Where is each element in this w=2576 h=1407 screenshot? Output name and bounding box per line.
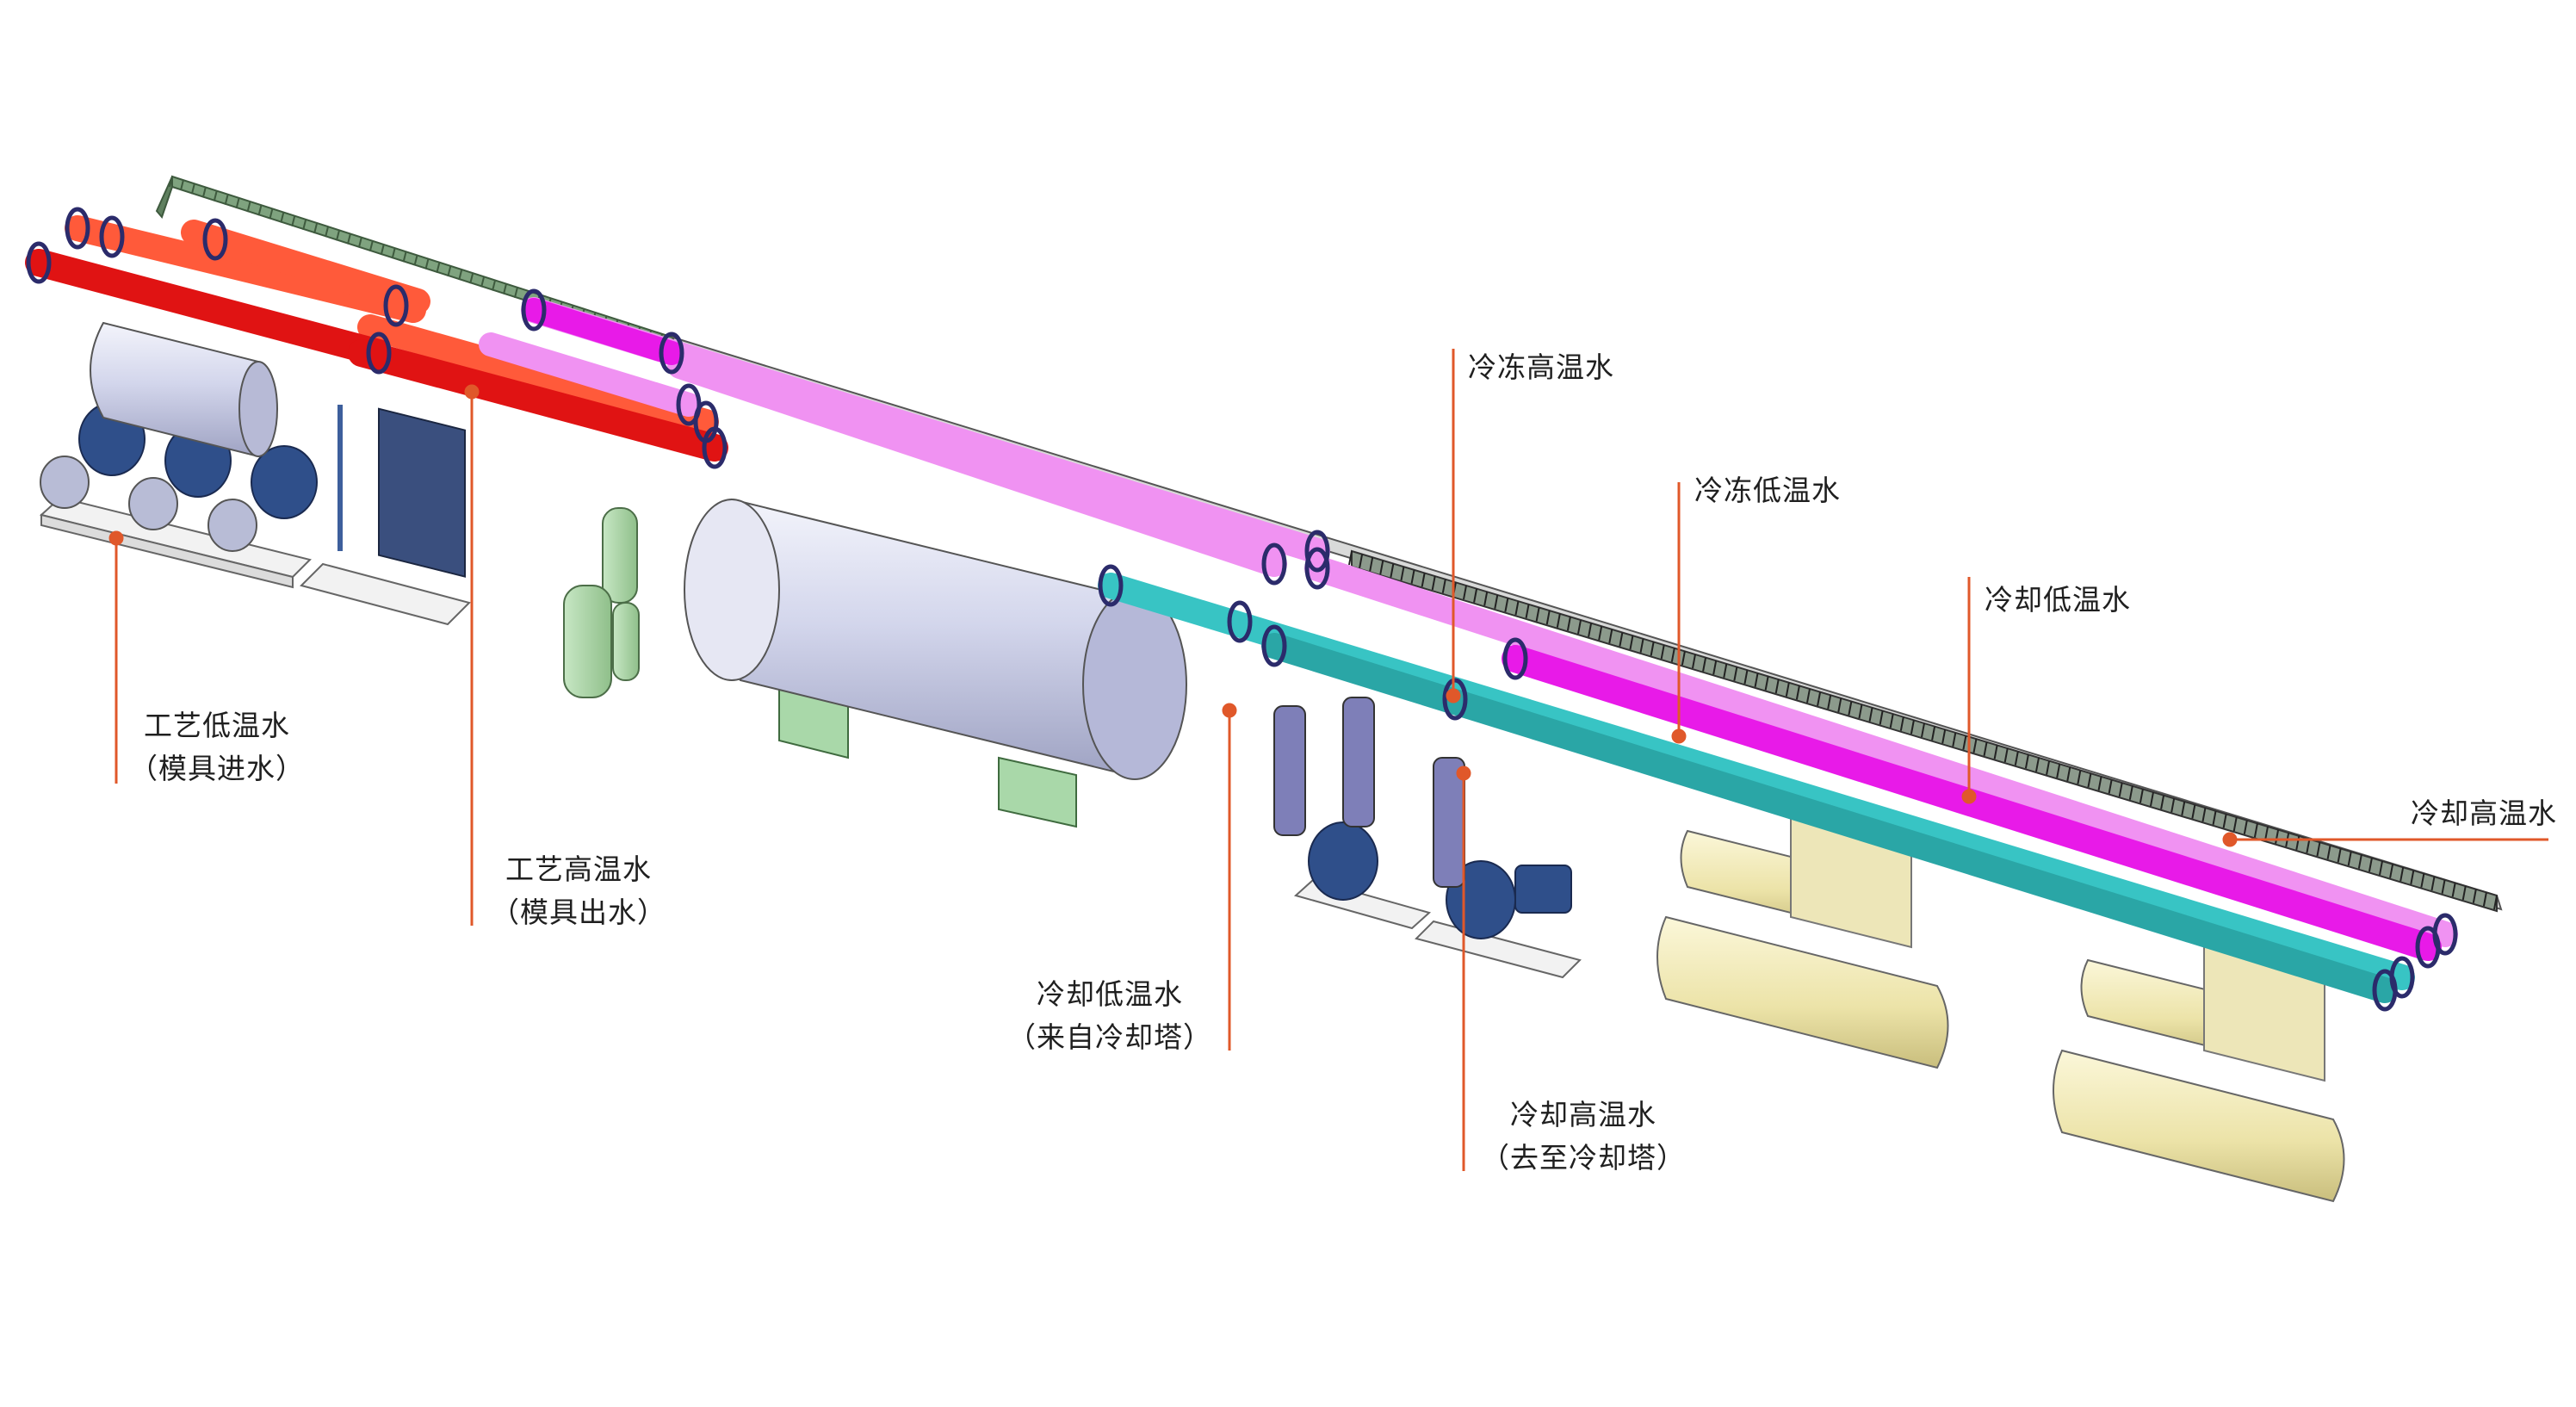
label-cool-low-in: 冷却低温水 （来自冷却塔） (1007, 973, 1212, 1059)
label-process-high: 工艺高温水 （模具出水） (491, 848, 666, 934)
leader-lines (108, 349, 2548, 1171)
pipe-process-high (65, 215, 719, 435)
plate-heat-exchanger (300, 405, 471, 626)
label-chilled-high: 冷冻高温水 (1468, 350, 1614, 384)
label-process-low: 工艺低温水 （模具进水） (129, 704, 305, 790)
chiller-2 (2053, 937, 2345, 1203)
pipe-process-low (25, 249, 728, 462)
expansion-tanks (563, 507, 640, 698)
label-cool-high: 冷却高温水 (2411, 796, 2557, 830)
label-process-low-line2: （模具进水） (129, 752, 305, 785)
label-process-low-line1: 工艺低温水 (144, 709, 290, 742)
label-cool-high-out-line1: 冷却高温水 (1510, 1098, 1656, 1131)
label-process-high-line1: 工艺高温水 (505, 852, 652, 886)
label-cool-low: 冷却低温水 (1985, 583, 2131, 617)
label-chilled-low: 冷冻低温水 (1694, 474, 1841, 507)
main-storage-tank (684, 498, 1187, 828)
left-vessel (90, 321, 278, 458)
label-cool-low-in-line1: 冷却低温水 (1037, 977, 1183, 1011)
pipe-cooling-high (1261, 633, 2398, 1003)
label-cool-high-out-line2: （去至冷却塔） (1481, 1141, 1686, 1175)
label-process-high-line2: （模具出水） (491, 896, 666, 929)
pipe-flanges (26, 207, 2458, 1012)
label-cool-high-out: 冷却高温水 （去至冷却塔） (1481, 1094, 1686, 1180)
label-cool-low-in-line2: （来自冷却塔） (1007, 1020, 1212, 1054)
left-pump-skid (39, 402, 318, 589)
